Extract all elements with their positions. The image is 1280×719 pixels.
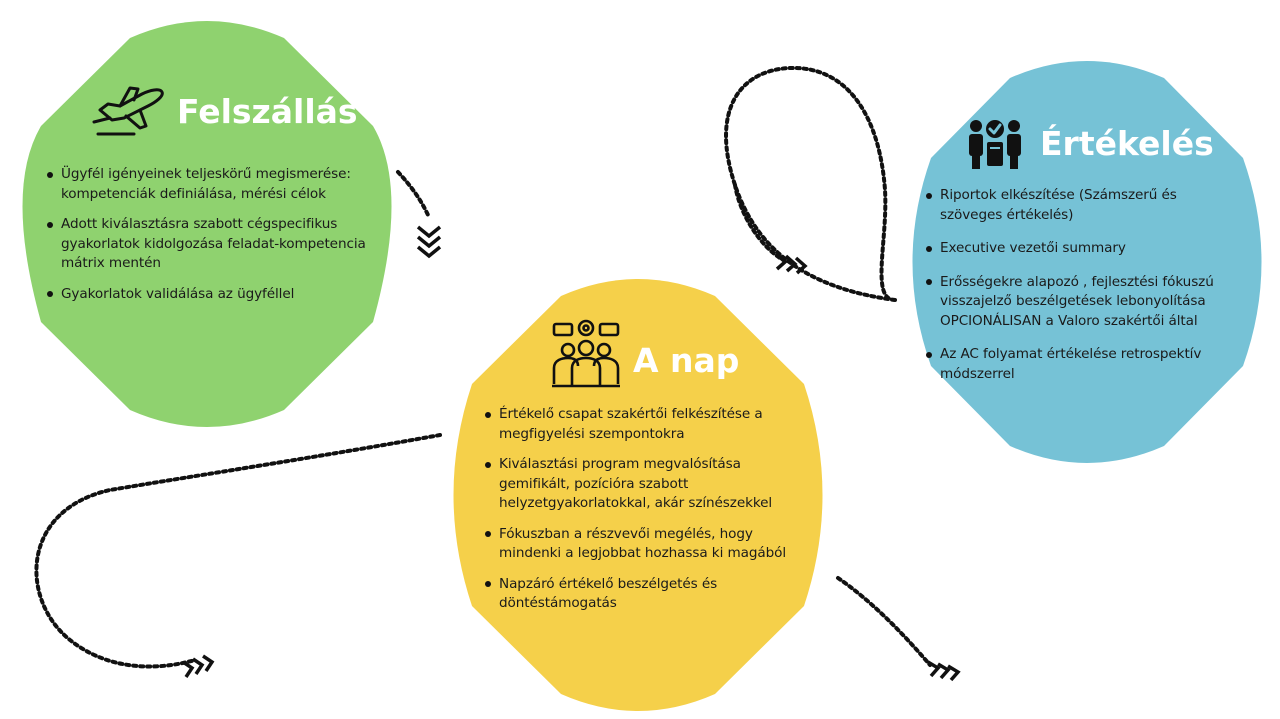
path-to-ertekeles-arrow: [733, 183, 782, 260]
path-top-loop: [724, 65, 897, 302]
hexagon-a-nap: [453, 279, 823, 711]
list-item: Kiválasztási program megvalósítása gemif…: [485, 455, 815, 514]
stage-content-felszallas: Ügyfél igényeinek teljeskörű megismerése…: [47, 165, 382, 315]
path-anap-to-right: [836, 576, 932, 667]
team-discussion-gear-icon: [552, 319, 620, 388]
chevron-right-icon: [774, 252, 808, 275]
path-felszallas-to-arrow: [396, 170, 430, 217]
list-item: Gyakorlatok validálása az ügyféllel: [47, 285, 382, 305]
chevron-down-icon: [416, 225, 442, 259]
stage-title-felszallas: Felszállás: [177, 92, 358, 131]
list-item: Erősségekre alapozó , fejlesztési fókusz…: [926, 273, 1236, 332]
list-item: Fókuszban a részvevői megélés, hogy mind…: [485, 525, 815, 564]
stage-content-a-nap: Értékelő csapat szakértői felkészítése a…: [485, 405, 815, 625]
stage-title-a-nap: A nap: [633, 341, 740, 380]
stage-title-ertekeles: Értékelés: [1040, 124, 1214, 163]
stage-content-ertekeles: Riportok elkészítése (Számszerű és szöve…: [926, 186, 1236, 398]
chevron-right-icon: [927, 660, 961, 682]
list-item: Ügyfél igényeinek teljeskörű megismerése…: [47, 165, 382, 204]
team-evaluation-checkmark-icon: [969, 120, 1021, 169]
list-item: Executive vezetői summary: [926, 239, 1236, 259]
chevron-right-icon: [182, 654, 215, 678]
bullet-list: Riportok elkészítése (Számszerű és szöve…: [926, 186, 1236, 384]
bullet-list: Ügyfél igényeinek teljeskörű megismerése…: [47, 165, 382, 304]
list-item: Riportok elkészítése (Számszerű és szöve…: [926, 186, 1236, 225]
bullet-list: Értékelő csapat szakértői felkészítése a…: [485, 405, 815, 614]
list-item: Napzáró értékelő beszélgetés és döntéstá…: [485, 575, 815, 614]
path-left-loop: [34, 433, 442, 669]
list-item: Értékelő csapat szakértői felkészítése a…: [485, 405, 815, 444]
airplane-takeoff-icon: [92, 86, 164, 136]
hexagon-felszallas: [22, 21, 392, 427]
list-item: Az AC folyamat értékelése retrospektív m…: [926, 345, 1236, 384]
list-item: Adott kiválasztásra szabott cégspecifiku…: [47, 215, 382, 274]
